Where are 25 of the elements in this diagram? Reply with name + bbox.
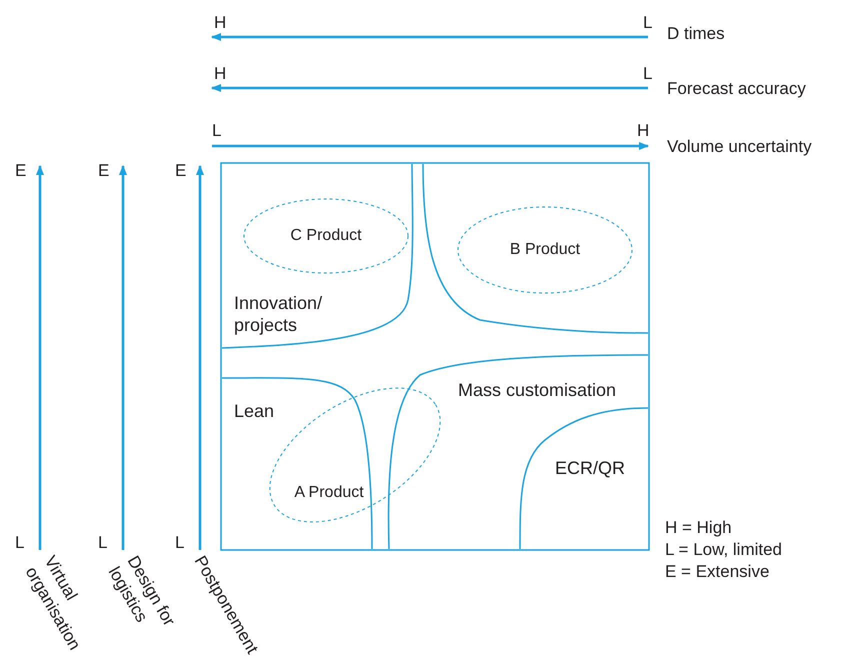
axis-end-label: E <box>15 160 26 182</box>
axis-end-label: E <box>175 160 186 182</box>
ellipse-label: C Product <box>290 227 362 245</box>
axis-title: Volume uncertainty <box>667 136 812 158</box>
axis-title: D times <box>667 23 725 45</box>
region-label: ECR/QR <box>555 457 626 479</box>
axis-end-label: L <box>643 12 652 34</box>
axis-end-label: H <box>637 120 650 142</box>
axis-end-label: L <box>175 532 184 554</box>
region-label: Innovation/ projects <box>234 292 324 336</box>
ellipse-label: A Product <box>294 484 364 502</box>
axis-end-label: L <box>643 63 652 85</box>
axis-end-label: E <box>98 160 110 182</box>
region-label: Lean <box>234 400 274 422</box>
axis-end-label: H <box>214 63 226 85</box>
ellipse-label: B Product <box>510 241 580 259</box>
axis-end-label: H <box>214 12 226 34</box>
legend-text: L = Low, limited <box>665 539 782 561</box>
axis-title: Forecast accuracy <box>667 78 806 100</box>
axis-end-label: L <box>98 532 108 554</box>
legend-text: H = High <box>665 517 732 539</box>
axis-end-label: L <box>212 120 222 142</box>
axis-end-label: L <box>15 532 24 554</box>
region-label: Mass customisation <box>458 379 616 401</box>
legend-text: E = Extensive <box>665 561 770 583</box>
